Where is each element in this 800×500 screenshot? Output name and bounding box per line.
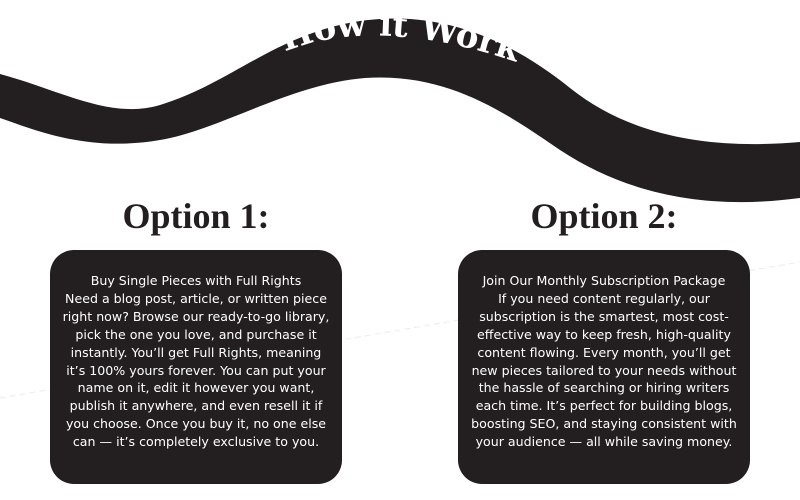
option-2-heading: Join Our Monthly Subscription Package [482,273,726,288]
option-2-body: If you need content regularly, our subsc… [471,290,737,450]
option-1-heading: Buy Single Pieces with Full Rights [90,273,302,288]
option-2-card: Join Our Monthly Subscription Package If… [458,250,750,484]
option-1-body: Need a blog post, article, or written pi… [62,290,330,450]
option-1-card: Buy Single Pieces with Full Rights Need … [50,250,342,484]
option-1-title: Option 1: [122,196,270,236]
option-2-title: Option 2: [530,196,678,236]
